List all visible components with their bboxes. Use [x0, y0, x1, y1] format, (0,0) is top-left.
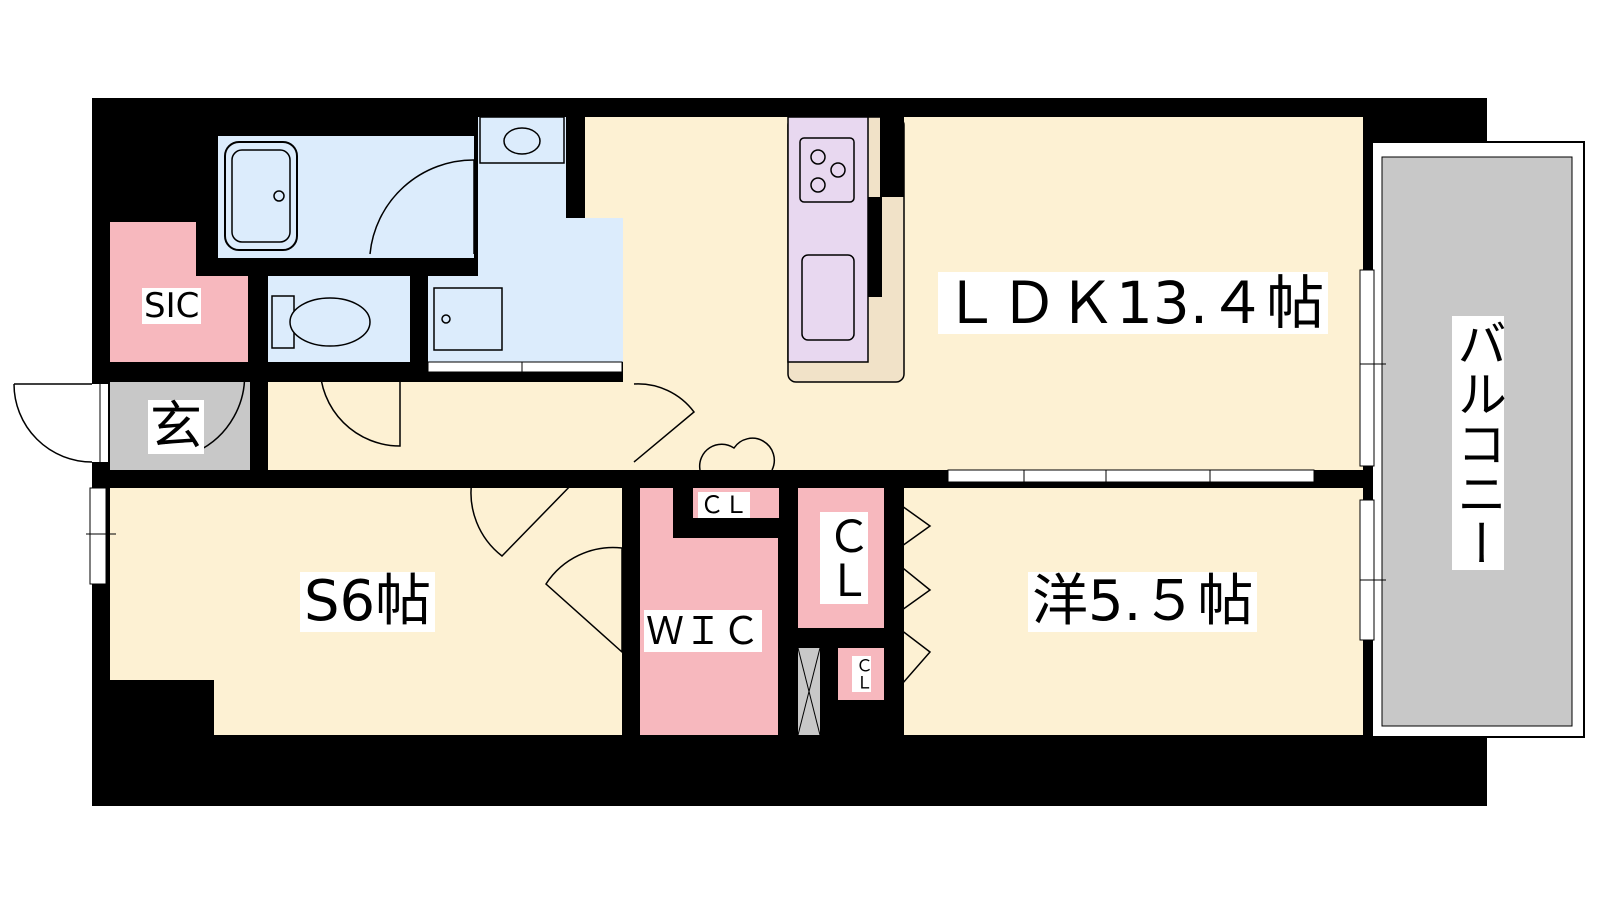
wic-label: ＷＩＣ — [644, 609, 763, 653]
window-yo — [1359, 499, 1375, 641]
washbasin-icon — [479, 116, 565, 164]
balcony-label: バルコニー — [1449, 316, 1507, 570]
kitchen-wall-stub — [880, 117, 904, 197]
sic-door-arc — [160, 365, 246, 453]
s-room-label: S6帖 — [300, 572, 436, 632]
sic-label: SIC — [142, 286, 202, 326]
cl-top-door-arc — [698, 437, 775, 471]
washroom-partition — [427, 361, 623, 373]
entrance-door-arc — [13, 383, 93, 463]
window-s — [89, 487, 107, 585]
ldk-door-arc — [633, 383, 696, 463]
toilet-door-arc — [319, 365, 401, 447]
stove-icon — [799, 137, 855, 203]
cl-top-label: ＣＬ — [698, 491, 750, 519]
s-room-door-arc — [470, 479, 578, 558]
cl-mid-label: ＣＬ — [819, 512, 870, 604]
ldk-label: ＬＤＫ13.４帖 — [938, 272, 1329, 334]
wic-door-arc — [545, 546, 623, 654]
genkan-label: 玄 — [148, 397, 205, 457]
sliding-partition — [947, 469, 1315, 483]
bath-door-arc — [369, 159, 475, 255]
bathtub-icon — [224, 141, 298, 251]
window-ldk — [1359, 269, 1375, 467]
hallway-floor — [268, 382, 634, 470]
yo-cl-folding-doors — [886, 495, 932, 701]
sink-icon — [801, 254, 855, 341]
yo-room-label: 洋5.５帖 — [1028, 572, 1258, 632]
cl-small-label: ＣＬ — [852, 656, 872, 692]
washer-icon — [433, 287, 503, 351]
